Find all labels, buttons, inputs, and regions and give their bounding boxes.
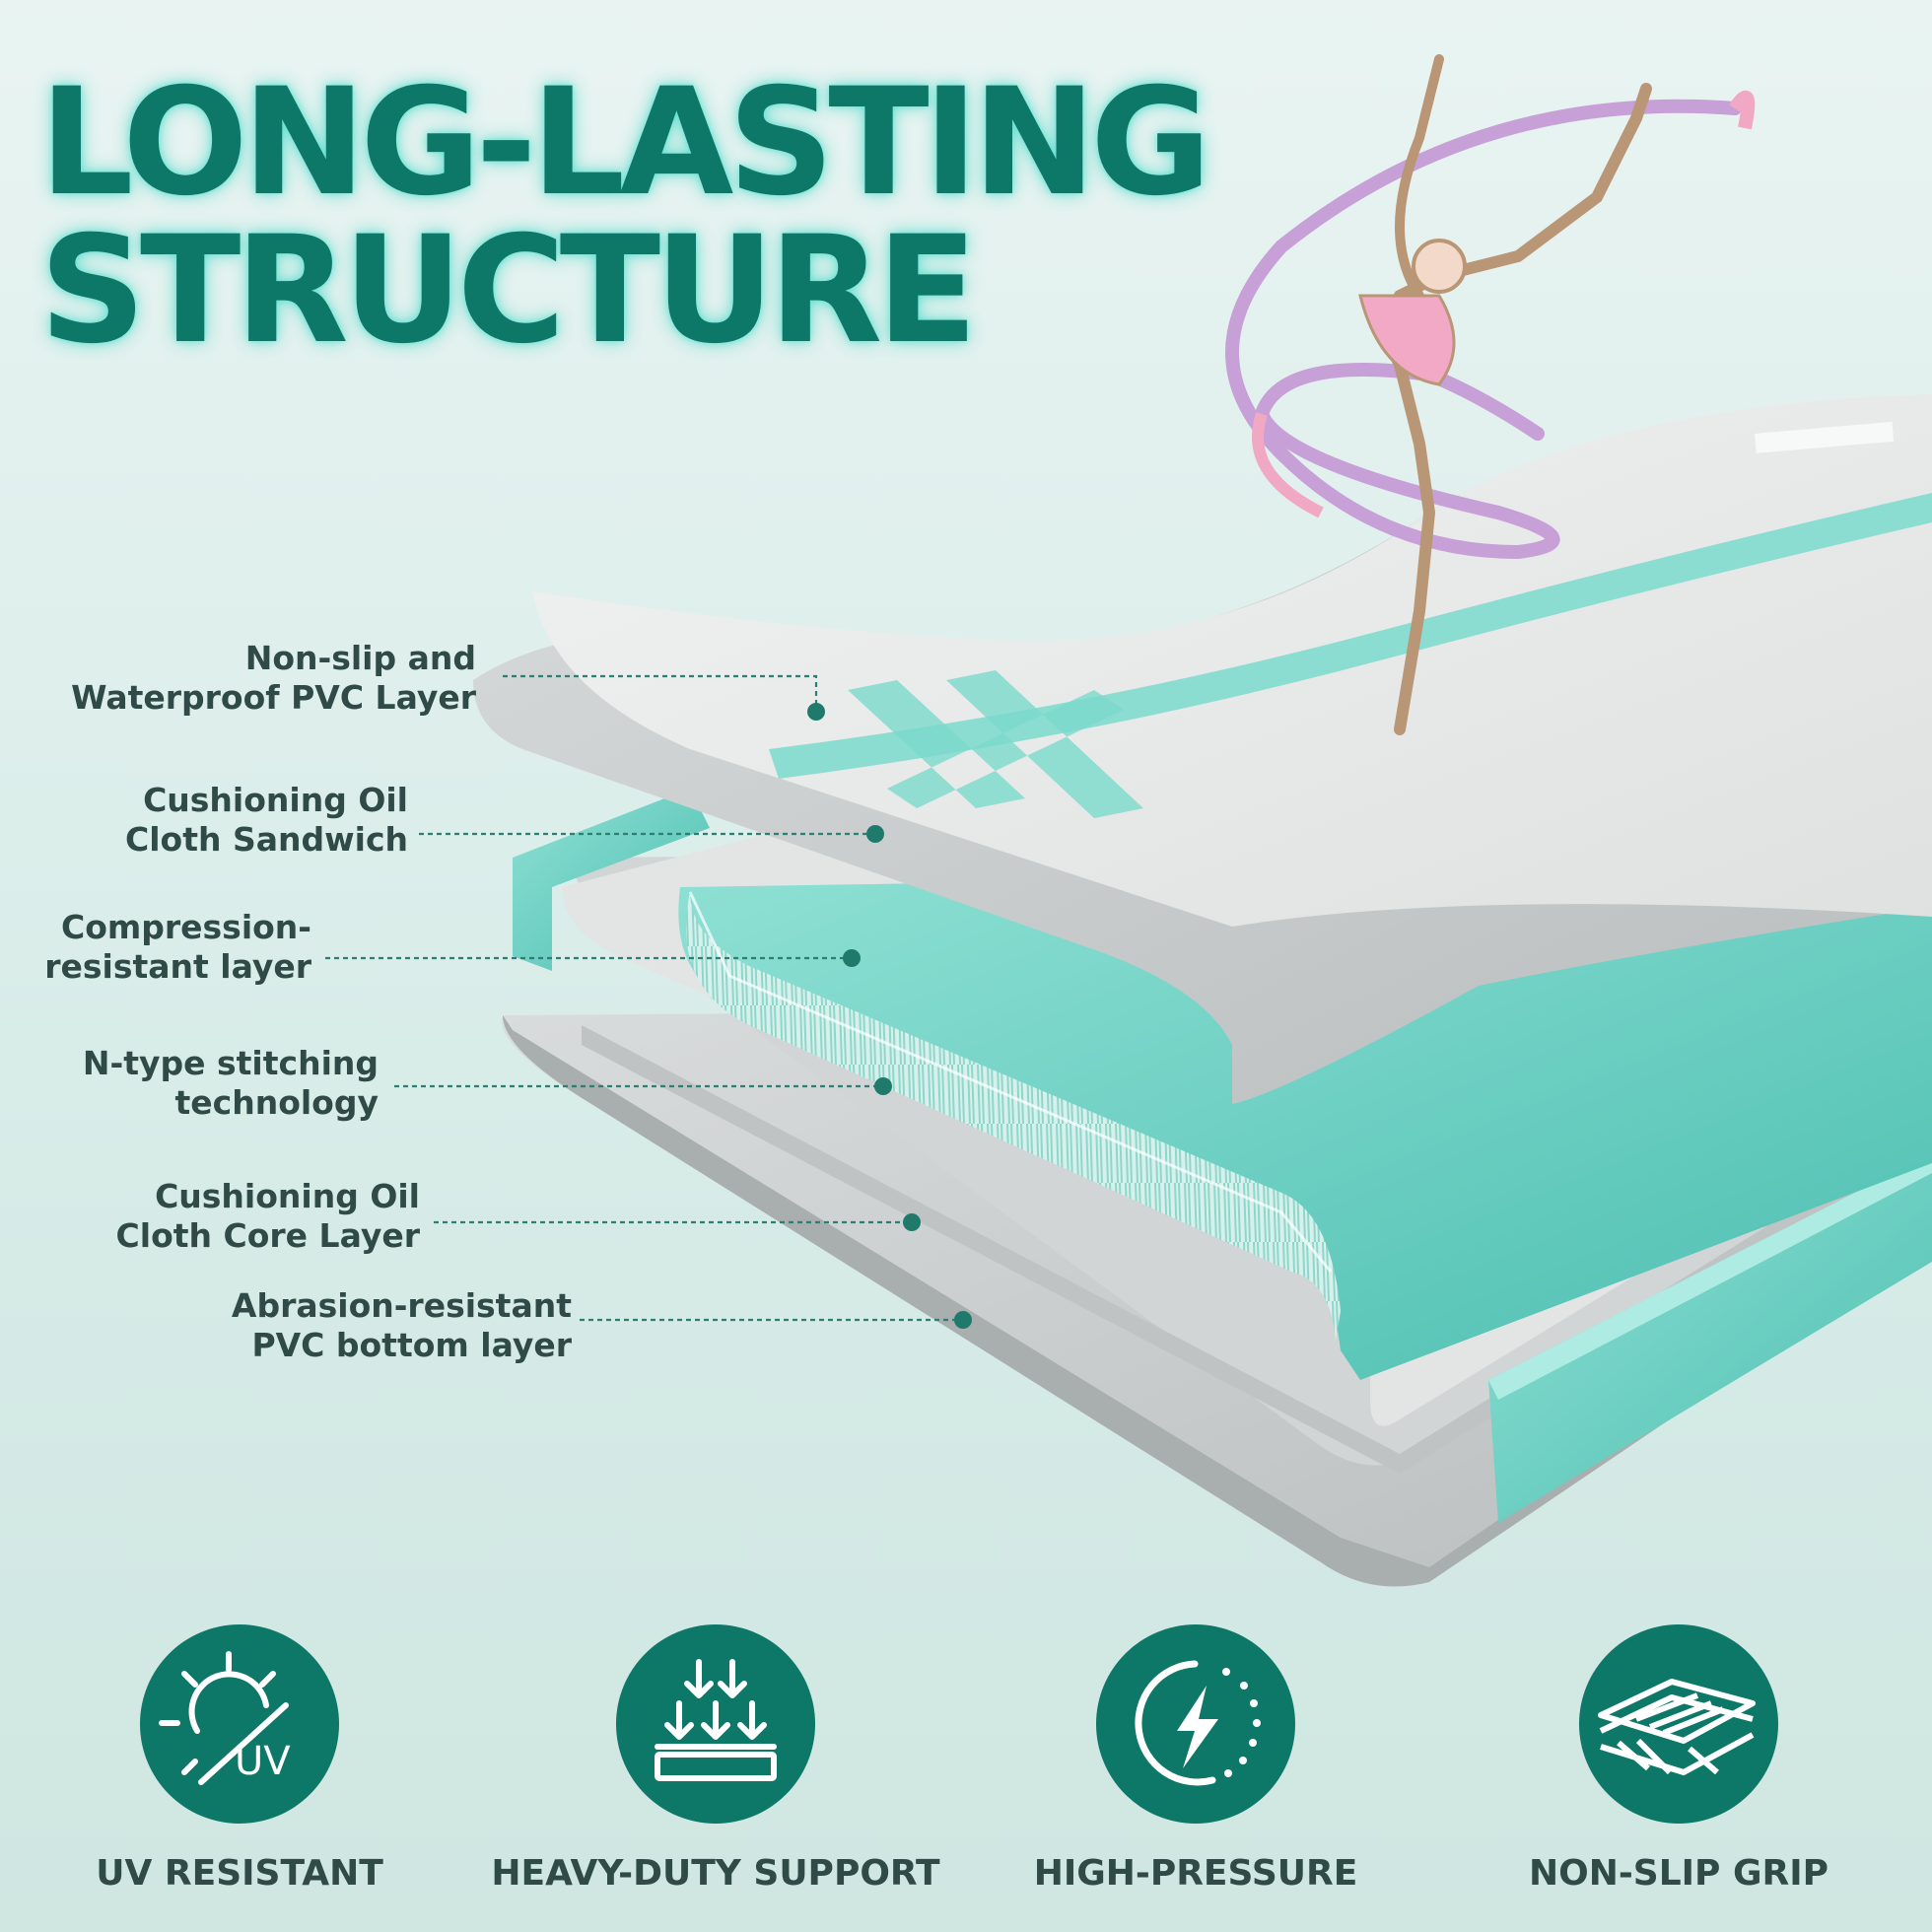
feature-label: NON-SLIP GRIP [1528, 1853, 1829, 1894]
feature-badge [616, 1624, 815, 1824]
feature-badge [1096, 1624, 1295, 1824]
right-mint-rail [1488, 1153, 1932, 1523]
lightning-gauge-icon [1135, 1660, 1261, 1786]
feature-heavy-duty-support: HEAVY-DUTY SUPPORT [479, 1624, 952, 1894]
feature-high-pressure: HIGH-PRESSURE [959, 1624, 1432, 1894]
feature-label: HEAVY-DUTY SUPPORT [491, 1853, 940, 1894]
downward-arrows-support-icon [655, 1659, 777, 1781]
gymnast-figure [1225, 54, 1756, 735]
svg-text:UV: UV [235, 1739, 291, 1784]
feature-badge: UV [140, 1624, 339, 1824]
uv-sun-icon: UV [159, 1651, 291, 1785]
feature-label: HIGH-PRESSURE [1033, 1853, 1358, 1894]
feature-label: UV RESISTANT [96, 1853, 383, 1894]
grip-layers-icon [1598, 1679, 1756, 1775]
feature-non-slip-grip: NON-SLIP GRIP [1442, 1624, 1915, 1894]
feature-badge [1579, 1624, 1778, 1824]
feature-uv-resistant: UV UV RESISTANT [3, 1624, 476, 1894]
title-line-1: LONG-LASTING [39, 57, 1211, 229]
top-pvc-sheet [473, 394, 1932, 1104]
page-title: LONG-LASTING STRUCTURE [39, 57, 1211, 377]
layer-label-compression: Compression-resistant layer [44, 908, 311, 986]
leader-dots [807, 703, 972, 1329]
compression-core [678, 867, 1932, 1380]
title-line-2: STRUCTURE [39, 205, 978, 377]
leader-lines [325, 674, 963, 1322]
